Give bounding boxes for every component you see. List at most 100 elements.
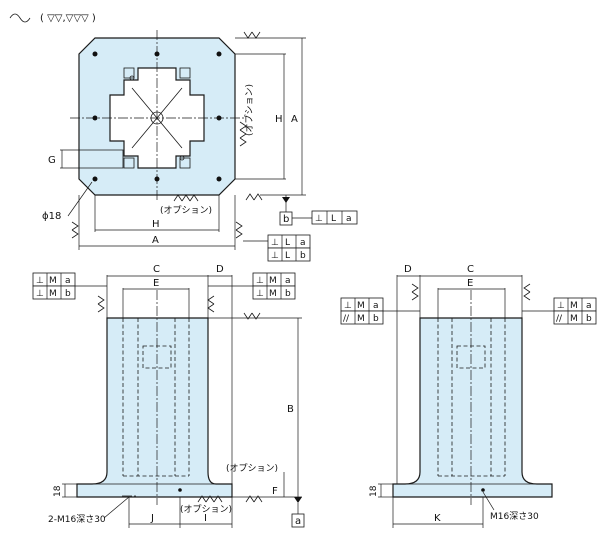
svg-text:⊥: ⊥: [271, 251, 279, 261]
finish-wave-symbol: [9, 13, 31, 23]
dim-18b-label: 18: [369, 485, 379, 497]
fcf-perp-L-ab: ⊥ L a ⊥ L b: [267, 234, 311, 262]
svg-text:M: M: [269, 289, 277, 299]
dim-phi18-label: ϕ18: [42, 211, 61, 222]
dim-F-label: F: [272, 486, 278, 497]
fcf-front-left: ⊥ M a ⊥ M b: [32, 272, 76, 300]
datum-a-triangle: [294, 497, 302, 503]
datum-a-label: a: [295, 516, 301, 527]
option-note-bottom: (オプション): [180, 504, 232, 515]
svg-text:⊥: ⊥: [344, 301, 352, 311]
dim-18-label: 18: [53, 485, 63, 497]
svg-text:a: a: [65, 276, 71, 286]
svg-text:b: b: [373, 314, 379, 324]
dim-D2-label: D: [404, 264, 412, 275]
svg-text:M: M: [357, 301, 365, 311]
svg-text:M: M: [570, 314, 578, 324]
finish-mark-corner: [245, 193, 263, 201]
front-left-body: [76, 317, 233, 498]
svg-text:L: L: [285, 238, 290, 248]
finish-mark-right-bottom: [235, 221, 243, 239]
finish-mark-bottom: [173, 194, 199, 202]
option-note-top: (オプション): [160, 205, 212, 216]
finish-mark-right-side: [207, 295, 215, 313]
front-view-left: C D E ⊥ M a ⊥ M b: [32, 264, 305, 528]
dim-E-label: E: [153, 278, 159, 289]
svg-text:M: M: [269, 276, 277, 286]
svg-text:⊥: ⊥: [36, 276, 44, 286]
svg-text:a: a: [586, 301, 592, 311]
holes-left-leader: [103, 496, 130, 519]
dim-D-label: D: [216, 264, 224, 275]
svg-text:a: a: [346, 214, 352, 224]
svg-text:a: a: [285, 276, 291, 286]
option-note-front: (オプション): [226, 463, 278, 474]
holes-left-note: 2-M16深さ30: [48, 514, 106, 525]
dim-H-h-label: H: [152, 219, 160, 230]
svg-text:⊥: ⊥: [271, 238, 279, 248]
option-note-side: (オプション): [244, 84, 255, 136]
fcf-side-left: ⊥ M a // M b: [340, 297, 384, 325]
svg-text:M: M: [357, 314, 365, 324]
dim-J-label: J: [150, 513, 154, 524]
dim-E2-label: E: [467, 278, 473, 289]
dim-K-label: K: [434, 513, 441, 524]
datum-b-box: [279, 211, 293, 226]
svg-text://: //: [343, 314, 350, 324]
svg-text:M: M: [49, 289, 57, 299]
side-hole-mark: [481, 488, 485, 492]
svg-text:b: b: [586, 314, 592, 324]
hole-right-leader: [482, 491, 495, 511]
svg-text:⊥: ⊥: [315, 214, 323, 224]
finish-mark-side-right: [523, 283, 531, 301]
datum-a-box: [291, 513, 305, 528]
datum-b-label: b: [283, 214, 289, 225]
svg-text:M: M: [49, 276, 57, 286]
dim-G-label: G: [48, 155, 56, 166]
finish-mark-side-left: [411, 283, 419, 301]
front-left-hole-mark: [178, 488, 182, 492]
corner-relief-br: [179, 157, 191, 169]
svg-text:a: a: [373, 301, 379, 311]
svg-text:L: L: [331, 214, 336, 224]
corner-relief-tl: [123, 67, 135, 79]
finish-mark-left-bottom: [71, 221, 79, 239]
finish-mark-left-side: [97, 295, 105, 313]
svg-text:⊥: ⊥: [36, 289, 44, 299]
finish-note: ( ▽▽,▽▽▽ ): [40, 13, 96, 24]
dim-C2-label: C: [467, 264, 474, 275]
svg-text:⊥: ⊥: [256, 289, 264, 299]
dim-A-v-label: A: [291, 114, 298, 125]
phi18-leader: [67, 181, 93, 217]
corner-relief-bl: [123, 157, 135, 169]
fcf-side-right: ⊥ M a // M b: [553, 297, 597, 325]
svg-text:b: b: [65, 289, 71, 299]
side-body: [392, 317, 553, 498]
top-view: H A b ⊥ L a G ϕ18 (オプション) (オプション): [42, 30, 358, 262]
svg-text:L: L: [285, 251, 290, 261]
hole-right-note: M16深さ30: [490, 511, 539, 522]
dim-C-label: C: [153, 264, 160, 275]
finish-mark-top: [243, 31, 261, 39]
svg-text:M: M: [570, 301, 578, 311]
dim-H-v-label: H: [275, 114, 283, 125]
notch-left: [79, 149, 124, 169]
fcf-perp-L-a-top: ⊥ L a: [311, 210, 358, 225]
side-view-right: D C E ⊥ M a // M b ⊥ M: [340, 264, 597, 528]
fcf-front-right: ⊥ M a ⊥ M b: [252, 272, 296, 300]
finish-mark-front-top: [243, 312, 261, 320]
finish-mark-front-bottom: [197, 495, 223, 503]
dim-B-label: B: [287, 404, 294, 415]
svg-text://: //: [556, 314, 563, 324]
datum-b-triangle: [282, 197, 290, 203]
corner-relief-tr: [179, 67, 191, 79]
mounting-holes: [92, 51, 222, 182]
finish-mark-right: [239, 121, 247, 147]
svg-text:b: b: [285, 289, 291, 299]
dim-A-h-label: A: [152, 235, 159, 246]
svg-text:b: b: [300, 251, 306, 261]
dim-I-label: I: [204, 513, 207, 524]
svg-text:⊥: ⊥: [557, 301, 565, 311]
svg-text:a: a: [300, 238, 306, 248]
